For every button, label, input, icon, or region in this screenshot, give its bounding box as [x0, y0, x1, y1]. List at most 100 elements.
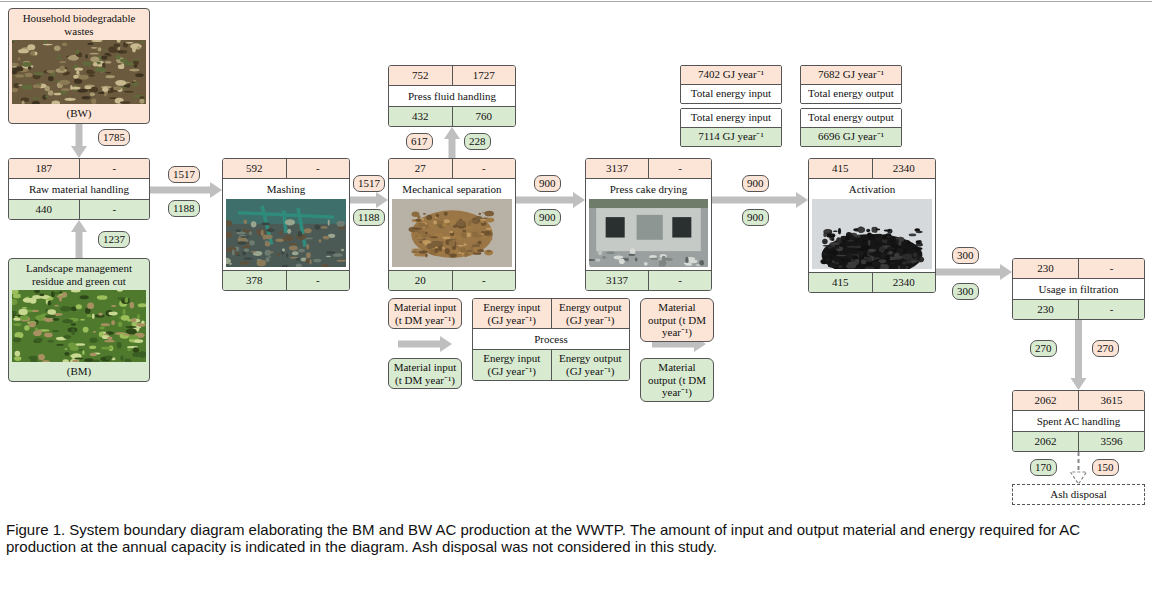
- value-cell: 27: [389, 159, 452, 178]
- label-text: 300: [957, 249, 974, 262]
- label-text: 3137: [606, 162, 628, 175]
- label-text: 415: [832, 276, 849, 289]
- value-cell: 20: [389, 271, 452, 290]
- label-text: 2062: [1035, 435, 1057, 448]
- energy-row: 3137-: [586, 270, 711, 290]
- flow-value-box: 900: [742, 209, 769, 226]
- arrow-shaft: [76, 124, 83, 146]
- value-cell: 2340: [872, 273, 936, 292]
- flow-arrow: [1071, 452, 1087, 484]
- label-text: Landscape management residue and green c…: [12, 262, 146, 287]
- photo-frame: [12, 40, 146, 104]
- label-text: 2062: [1035, 394, 1057, 407]
- value-cell: 230: [1013, 259, 1078, 278]
- value-cell: -: [452, 159, 516, 178]
- value-cell: 760: [452, 107, 516, 126]
- label-text: 3596: [1101, 435, 1123, 448]
- label-text: Total energy output: [804, 111, 898, 124]
- arrow-head: [573, 192, 585, 208]
- process-box: 2062 3615Spent AC handling 2062 3596: [1012, 390, 1145, 452]
- label-text: Energy input (GJ year⁻¹): [476, 301, 548, 326]
- process-box: 230-Usage in filtration230-: [1012, 258, 1145, 320]
- label-text: (BM): [12, 365, 146, 378]
- energy-row: 230 -: [1013, 259, 1144, 279]
- value-cell: 752: [389, 66, 452, 85]
- total-row: 7114 GJ year⁻¹: [681, 128, 781, 146]
- label-text: Total energy input: [684, 111, 778, 124]
- label-text: 1785: [103, 131, 125, 144]
- label-text: Total energy output: [804, 87, 898, 100]
- label-text: -: [112, 162, 116, 175]
- flow-value-box: 900: [742, 175, 769, 192]
- flow-arrow: [71, 220, 87, 258]
- label-text: 592: [246, 162, 263, 175]
- total-row: 7682 GJ year⁻¹: [801, 66, 901, 85]
- value-cell: -: [79, 200, 150, 219]
- label-text: 1517: [173, 168, 195, 181]
- label-text: Raw material handling: [29, 183, 129, 196]
- arrow-head: [376, 192, 388, 208]
- name-row: Process: [473, 329, 629, 349]
- key-material-box: Material input (t DM year⁻¹): [388, 358, 462, 389]
- key-arrow: [398, 336, 452, 352]
- flow-value-box: 617: [406, 133, 433, 150]
- energy-row: 2062 3596: [1013, 431, 1144, 451]
- value-cell: 2062: [1013, 391, 1078, 410]
- flow-arrow: [71, 124, 87, 158]
- flow-value-box: 300: [952, 247, 979, 264]
- energy-row: 378 -: [223, 270, 349, 290]
- source-box: Household biodegradable wastes(BW): [8, 8, 150, 124]
- photo-illustration: [226, 199, 346, 267]
- label-text: -: [482, 162, 486, 175]
- energy-row: 20-: [389, 270, 515, 290]
- flow-value-box: 1785: [98, 129, 130, 146]
- label-text: Mechanical separation: [402, 183, 501, 196]
- total-row: 7402 GJ year⁻¹: [681, 66, 781, 85]
- total-row: Total energy input: [681, 85, 781, 103]
- label-text: 378: [246, 274, 263, 287]
- label-text: 1727: [473, 69, 495, 82]
- label-text: 440: [36, 203, 53, 216]
- value-cell: 432: [389, 107, 452, 126]
- arrow-shaft: [150, 187, 210, 194]
- flow-value-box: 900: [534, 209, 561, 226]
- process-box: 592 - Mashing 378 -: [222, 158, 350, 291]
- value-cell: -: [648, 159, 711, 178]
- process-box: 4152340Activation4152340: [808, 158, 936, 293]
- name-row: Mechanical separation: [389, 179, 515, 199]
- flow-value-box: 270: [1092, 340, 1119, 357]
- value-cell: 187: [9, 159, 79, 178]
- energy-row: 27 -: [389, 159, 515, 179]
- value-cell: 3615: [1078, 391, 1144, 410]
- label-text: 900: [747, 177, 764, 190]
- label-text: 6696 GJ year⁻¹: [804, 130, 898, 143]
- label-text: Activation: [849, 183, 895, 196]
- source-box: Landscape management residue and green c…: [8, 258, 150, 382]
- total-energy-box: Total energy output 6696 GJ year⁻¹: [800, 108, 902, 147]
- label-text: Energy output (GJ year⁻¹): [555, 301, 627, 326]
- label-text: 230: [1037, 262, 1054, 275]
- value-cell: Energy input (GJ year⁻¹): [473, 299, 551, 328]
- label-text: 187: [36, 162, 53, 175]
- name-row: Spent AC handling: [1013, 411, 1144, 431]
- label-text: 20: [415, 274, 426, 287]
- label-text: -: [1110, 262, 1114, 275]
- value-cell: Energy output (GJ year⁻¹): [551, 299, 630, 328]
- flow-value-box: 1517: [353, 175, 385, 192]
- name-row: Press fluid handling: [389, 86, 515, 106]
- flow-arrow: [150, 182, 222, 198]
- arrow-head: [796, 192, 808, 208]
- flow-arrow: [516, 192, 585, 208]
- value-cell: -: [286, 159, 350, 178]
- label-text: Mashing: [267, 183, 306, 196]
- total-row: Total energy output: [801, 85, 901, 103]
- total-energy-box: 7402 GJ year⁻¹Total energy input: [680, 65, 782, 104]
- label-text: 1188: [358, 211, 380, 224]
- photo-frame: [226, 199, 346, 267]
- label-text: 2340: [893, 162, 915, 175]
- label-text: 27: [415, 162, 426, 175]
- label-text: Material input (t DM year⁻¹): [392, 361, 458, 386]
- value-cell: -: [286, 271, 350, 290]
- label-text: -: [678, 274, 682, 287]
